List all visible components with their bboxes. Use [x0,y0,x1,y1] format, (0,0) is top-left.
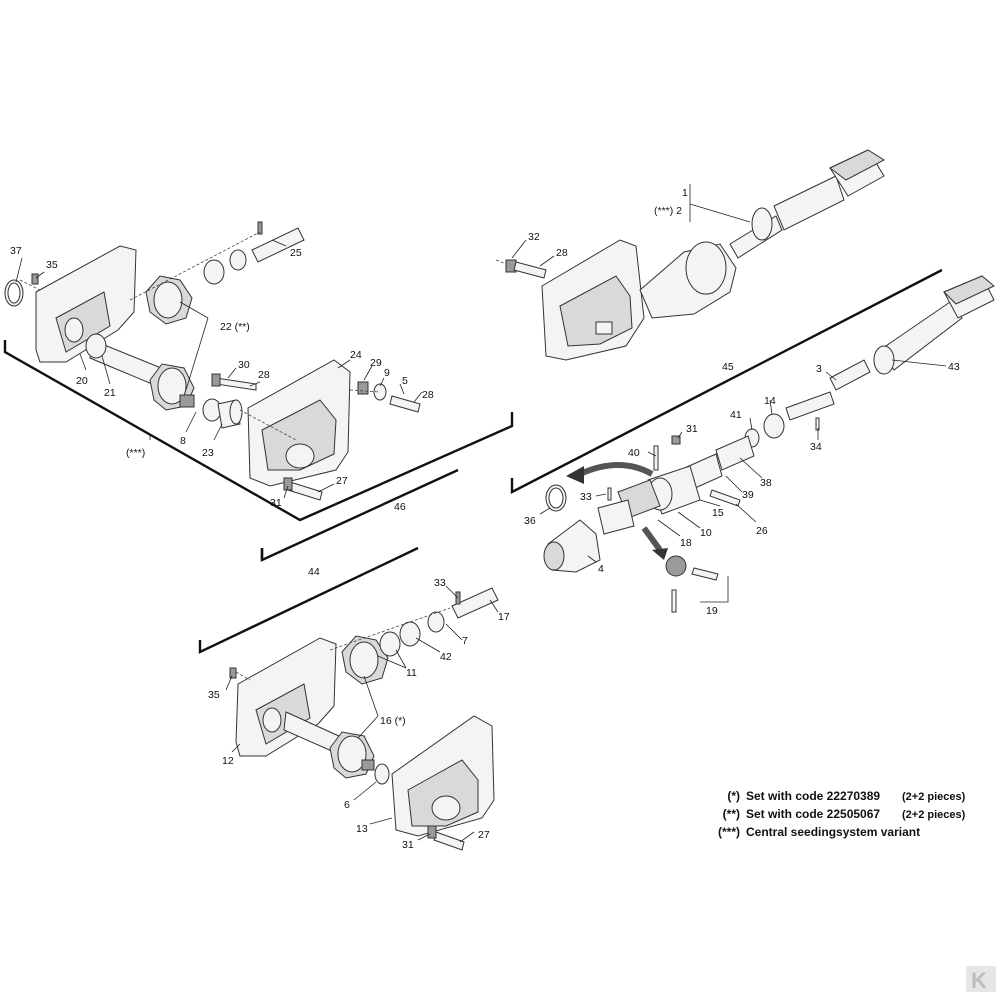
callout-11: 11 [406,667,417,679]
callout-central-variant: (***) [126,447,145,459]
callout-22: 22 (**) [220,321,250,333]
logo-letter: K [971,968,987,993]
callout-30: 30 [238,359,250,371]
callout-14: 14 [764,395,776,407]
callout-36: 36 [524,515,536,527]
callout-6: 6 [344,799,350,811]
callout-24: 24 [350,349,362,361]
callout-34: 34 [810,441,822,453]
drive-shaft-assembly-top [495,149,886,361]
callout-29: 29 [370,357,382,369]
callout-3: 3 [816,363,822,375]
callout-46: 46 [394,501,406,513]
callout-27: 27 [336,475,348,487]
callout-13: 13 [356,823,368,835]
callout-33: 33 [580,491,592,503]
callout-45: 45 [722,361,734,373]
legend: (*) Set with code 22270389 (2+2 pieces) … [718,789,966,839]
callout-19: 19 [706,605,718,617]
callout-31: 31 [402,839,414,851]
callout-labels: 37 35 20 21 8 22 (**) 23 30 28 25 24 29 … [10,187,960,851]
leader-lines [15,184,947,843]
callout-12: 12 [222,755,234,767]
callout-39: 39 [742,489,754,501]
callout-43: 43 [948,361,960,373]
callout-9: 9 [384,367,390,379]
callout-40: 40 [628,447,640,459]
callout-4: 4 [598,563,604,575]
callout-26: 26 [756,525,768,537]
legend-note-2: (2+2 pieces) [902,809,966,821]
callout-18: 18 [680,537,692,549]
brand-logo: K [966,966,996,993]
callout-41: 41 [730,409,742,421]
legend-mark-3: (***) [718,825,740,839]
callout-33: 33 [434,577,446,589]
callout-37: 37 [10,245,22,257]
callout-44: 44 [308,566,320,578]
callout-20: 20 [76,375,88,387]
callout-1: 1 [682,187,688,199]
callout-2: (***) 2 [654,205,682,217]
callout-16: 16 (*) [380,715,406,727]
callout-5: 5 [402,375,408,387]
callout-17: 17 [498,611,510,623]
callout-15: 15 [712,507,724,519]
legend-mark-1: (*) [727,789,740,803]
callout-31: 31 [270,497,282,509]
drive-shaft-assembly-middle [543,275,995,613]
callout-25: 25 [290,247,302,259]
callout-10: 10 [700,527,712,539]
legend-text-2: Set with code 22505067 [746,807,880,821]
callout-28: 28 [556,247,568,259]
gearbox-assembly-central [4,221,421,501]
callout-21: 21 [104,387,116,399]
legend-mark-2: (**) [723,807,740,821]
gearbox-assembly-lower [229,587,499,851]
callout-32: 32 [528,231,540,243]
callout-31: 31 [686,423,698,435]
callout-38: 38 [760,477,772,489]
spring-part [715,435,755,471]
legend-text-3: Central seedingsystem variant [746,825,920,839]
legend-text-1: Set with code 22270389 [746,789,880,803]
callout-7: 7 [462,635,468,647]
callout-35: 35 [46,259,58,271]
callout-27: 27 [478,829,490,841]
legend-note-1: (2+2 pieces) [902,791,966,803]
callout-35: 35 [208,689,220,701]
group-border-lines [3,268,943,654]
callout-28: 28 [422,389,434,401]
callout-23: 23 [202,447,214,459]
callout-28: 28 [258,369,270,381]
callout-42: 42 [440,651,452,663]
callout-8: 8 [180,435,186,447]
